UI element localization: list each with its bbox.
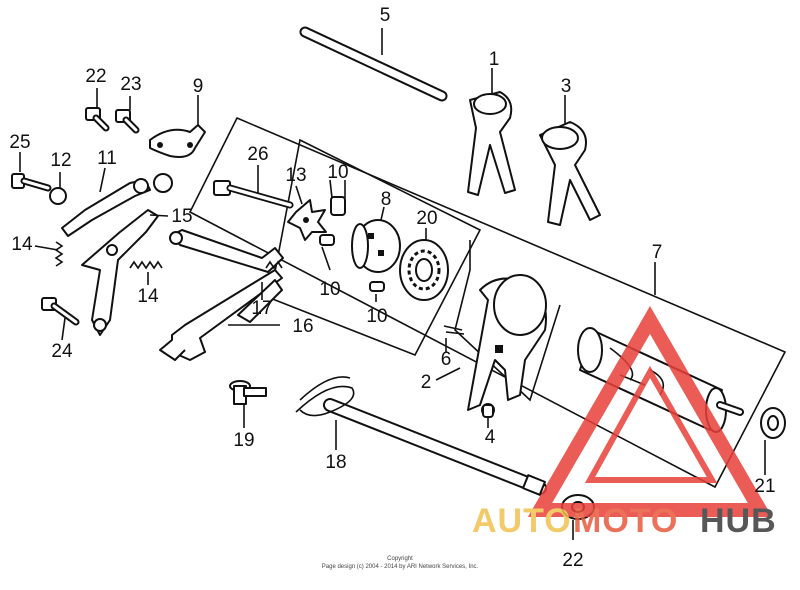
assembly-frame xyxy=(188,116,787,489)
fork-shaft-part[interactable] xyxy=(299,26,448,102)
part-labels: 5 1 3 9 22 23 25 12 11 26 13 10 8 20 7 1… xyxy=(9,5,775,571)
label-10-top: 10 xyxy=(327,162,348,183)
label-14-middle: 14 xyxy=(137,286,159,307)
label-13: 13 xyxy=(285,165,306,186)
shift-fork-1-part[interactable] xyxy=(467,91,516,196)
label-18: 18 xyxy=(325,452,346,473)
label-15: 15 xyxy=(171,206,192,227)
label-3: 3 xyxy=(561,76,572,97)
drum-center-8-part[interactable] xyxy=(351,219,401,273)
guide-plate-9-part[interactable] xyxy=(149,124,206,158)
label-6: 6 xyxy=(441,349,452,370)
copyright-line-1: Copyright xyxy=(387,556,413,562)
label-16: 16 xyxy=(292,316,313,337)
label-11: 11 xyxy=(97,148,117,169)
spring-14-middle-part[interactable] xyxy=(129,260,163,270)
label-25: 25 xyxy=(9,132,30,153)
label-21: 21 xyxy=(754,476,775,497)
copyright-line-2: Page design (c) 2004 - 2014 by ARI Netwo… xyxy=(322,564,479,570)
shift-arm-16-part[interactable] xyxy=(159,269,283,361)
label-14-left: 14 xyxy=(11,234,33,255)
star-plate-13-part[interactable] xyxy=(287,199,327,241)
label-9: 9 xyxy=(193,76,204,97)
watermark-triangle xyxy=(527,306,773,517)
pin-bolt-19-part[interactable] xyxy=(229,380,267,405)
spring-pin-6-part[interactable] xyxy=(443,325,465,335)
label-20: 20 xyxy=(416,208,437,229)
bracket-24-part[interactable] xyxy=(81,209,159,336)
label-1: 1 xyxy=(489,49,500,70)
label-22-top: 22 xyxy=(85,66,106,87)
label-10-bottom: 10 xyxy=(366,306,387,327)
watermark-part-moto: MOTO xyxy=(573,502,678,540)
copyright: Copyright Page design (c) 2004 - 2014 by… xyxy=(322,556,479,570)
label-23: 23 xyxy=(120,74,141,95)
bolt-23-part[interactable] xyxy=(115,109,140,134)
watermark-part-hub: HUB xyxy=(700,502,777,540)
label-4: 4 xyxy=(485,427,496,448)
label-26: 26 xyxy=(247,144,268,165)
bolt-22-top-part[interactable] xyxy=(85,107,110,132)
shift-drum-7-part[interactable] xyxy=(577,327,744,433)
label-7: 7 xyxy=(652,242,663,263)
label-5: 5 xyxy=(380,5,391,26)
stopper-arm-11-part[interactable] xyxy=(61,173,173,237)
label-12: 12 xyxy=(50,150,71,171)
label-10-middle: 10 xyxy=(319,279,340,300)
spring-14-left-part[interactable] xyxy=(54,241,64,267)
shift-pawl-15-part[interactable] xyxy=(169,229,284,273)
bolt-26-part[interactable] xyxy=(213,180,294,209)
bolt-24-part[interactable] xyxy=(41,297,80,326)
oil-seal-21-part[interactable] xyxy=(760,407,786,439)
label-8: 8 xyxy=(381,189,392,210)
spring-17-part[interactable] xyxy=(265,260,283,270)
label-2: 2 xyxy=(421,372,432,393)
label-22-bottom: 22 xyxy=(562,550,583,571)
shift-fork-2-part[interactable] xyxy=(467,274,547,417)
drum-subframe xyxy=(454,240,561,402)
shift-fork-3-part[interactable] xyxy=(539,121,601,226)
bolt-25-part[interactable] xyxy=(11,173,52,192)
gearshift-spindle-18-part[interactable] xyxy=(295,376,547,496)
watermark-part-auto: AUTO xyxy=(472,502,572,540)
bearing-20-part[interactable] xyxy=(399,239,449,301)
label-24: 24 xyxy=(51,341,73,362)
label-17: 17 xyxy=(251,298,272,319)
watermark: AUTO MOTO HUB xyxy=(472,306,777,540)
fork-subframe xyxy=(269,138,482,357)
dowel-pins-10-part[interactable] xyxy=(319,196,385,292)
leader-lines xyxy=(19,28,766,540)
pin-4-part[interactable] xyxy=(482,404,494,418)
watermark-triangle-inner xyxy=(584,365,718,483)
label-19: 19 xyxy=(233,430,254,451)
nut-12-part[interactable] xyxy=(49,187,67,205)
